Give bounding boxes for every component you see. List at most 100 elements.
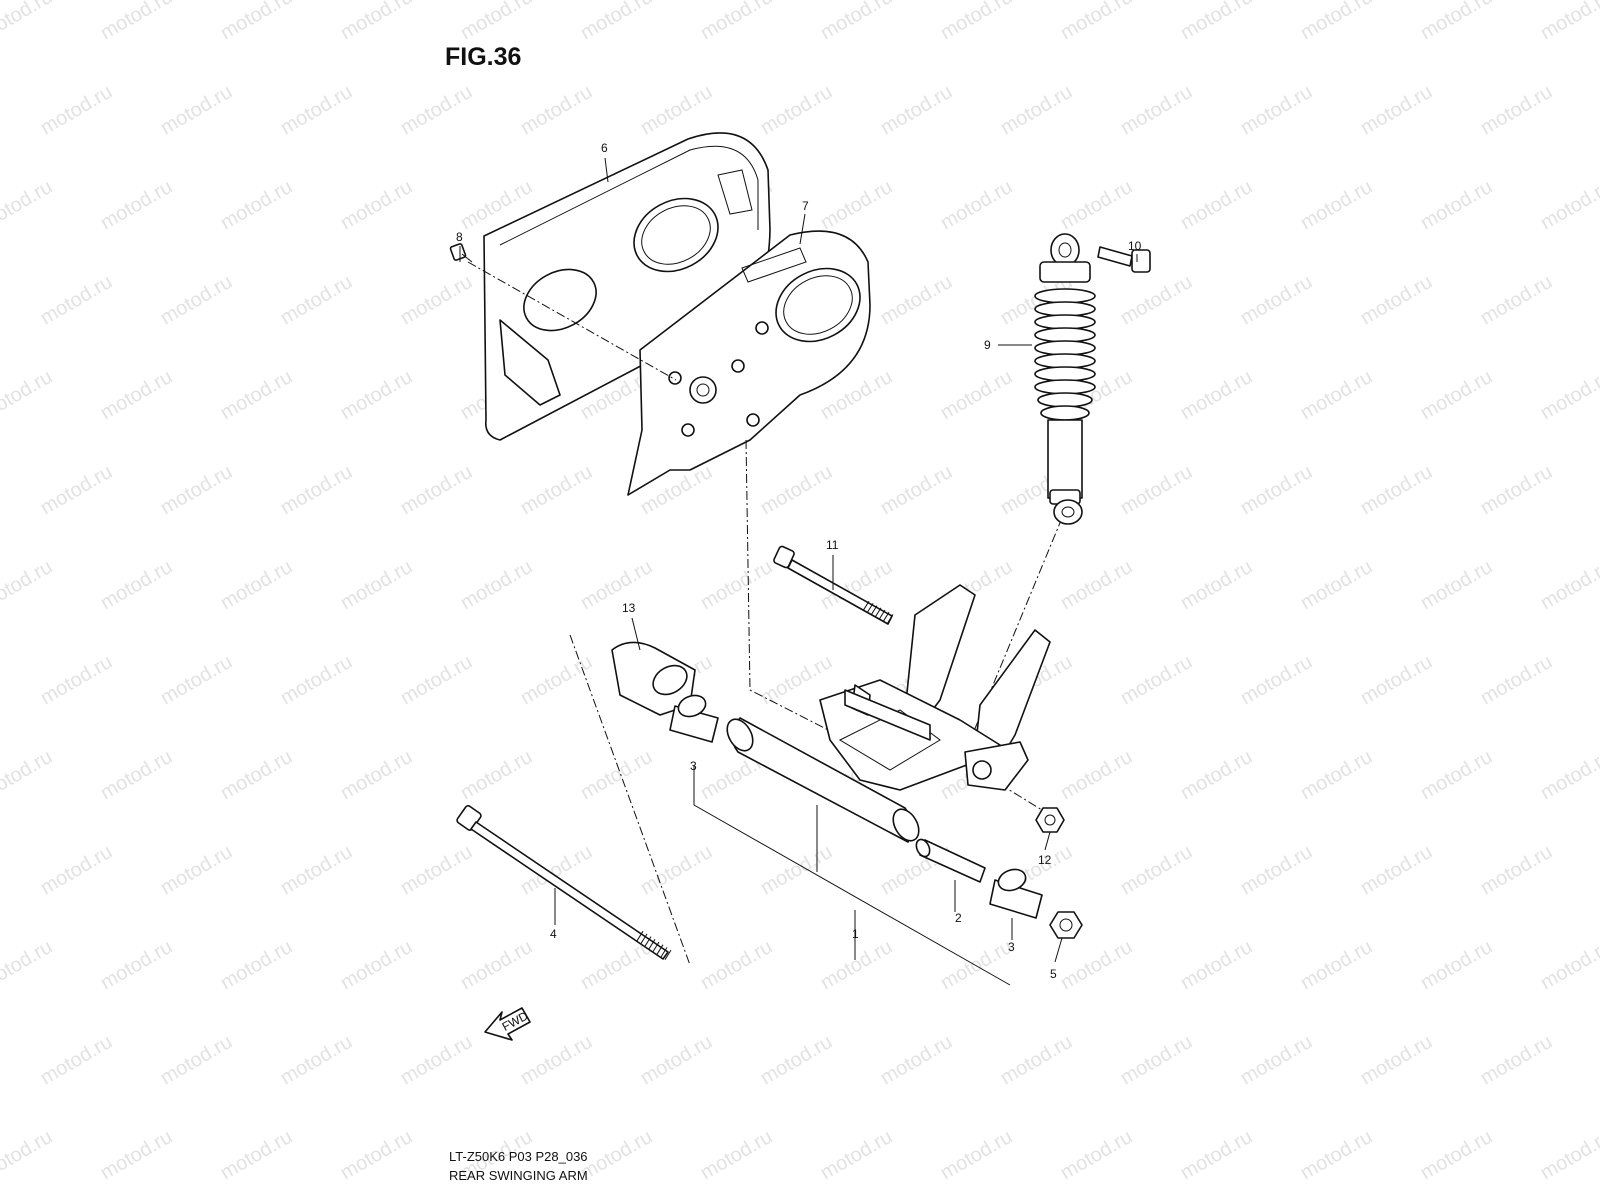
watermark-text: motod.ru — [817, 0, 896, 44]
watermark-text: motod.ru — [337, 366, 416, 425]
watermark-text: motod.ru — [1537, 0, 1600, 44]
watermark-text: motod.ru — [217, 176, 296, 235]
watermark-text: motod.ru — [1237, 1031, 1316, 1090]
watermark-text: motod.ru — [1057, 936, 1136, 995]
watermark-text: motod.ru — [157, 651, 236, 710]
watermark-text: motod.ru — [217, 1126, 296, 1185]
watermark-text: motod.ru — [1177, 936, 1256, 995]
watermark-text: motod.ru — [157, 841, 236, 900]
watermark-text: motod.ru — [157, 1031, 236, 1090]
watermark-text: motod.ru — [277, 271, 356, 330]
part-3-bush-left — [669, 694, 719, 743]
watermark-text: motod.ru — [517, 651, 596, 710]
watermark-text: motod.ru — [1357, 271, 1436, 330]
watermark-text: motod.ru — [1477, 271, 1556, 330]
thread-mark — [644, 936, 652, 947]
watermark-text: motod.ru — [157, 271, 236, 330]
watermark-text: motod.ru — [1417, 746, 1496, 805]
watermark-text: motod.ru — [1057, 746, 1136, 805]
watermark-text: motod.ru — [1237, 651, 1316, 710]
caption-title: REAR SWINGING ARM — [449, 1168, 588, 1183]
watermark-text: motod.ru — [1417, 936, 1496, 995]
watermark-text: motod.ru — [697, 1126, 776, 1185]
part-6-chain-cover — [483, 132, 771, 441]
watermark-text: motod.ru — [97, 366, 176, 425]
watermark-text: motod.ru — [217, 746, 296, 805]
spring-coil — [1040, 405, 1090, 421]
thread-mark — [862, 600, 870, 612]
watermark-text: motod.ru — [157, 461, 236, 520]
watermark-text: motod.ru — [397, 81, 476, 140]
watermark-text: motod.ru — [937, 176, 1016, 235]
watermark-text: motod.ru — [577, 556, 656, 615]
watermark-text: motod.ru — [0, 0, 56, 44]
watermark-text: motod.ru — [37, 1031, 116, 1090]
thread-mark — [878, 609, 886, 620]
callout-4: 4 — [550, 927, 557, 941]
watermark-text: motod.ru — [877, 81, 956, 140]
watermark-text: motod.ru — [697, 0, 776, 44]
spring-coil — [1034, 366, 1096, 382]
watermark-text: motod.ru — [337, 0, 416, 44]
watermark-text: motod.ru — [97, 556, 176, 615]
watermark-text: motod.ru — [1177, 1126, 1256, 1185]
watermark-text: motod.ru — [1297, 0, 1376, 44]
watermark-text: motod.ru — [1297, 176, 1376, 235]
watermark-text: motod.ru — [1057, 176, 1136, 235]
watermark-text: motod.ru — [1177, 0, 1256, 44]
thread-mark — [874, 607, 882, 618]
thread-mark — [866, 603, 874, 614]
part-3-bush-right — [989, 868, 1043, 919]
watermark-text: motod.ru — [1537, 366, 1600, 425]
watermark-text: motod.ru — [517, 81, 596, 140]
watermark-text: motod.ru — [937, 1126, 1016, 1185]
watermark-text: motod.ru — [1357, 651, 1436, 710]
watermark-text: motod.ru — [1297, 1126, 1376, 1185]
watermark-text: motod.ru — [757, 81, 836, 140]
watermark-text: motod.ru — [517, 1031, 596, 1090]
watermark-text: motod.ru — [0, 1126, 56, 1185]
thread-mark — [886, 614, 894, 625]
watermark-text: motod.ru — [1117, 461, 1196, 520]
watermark-text: motod.ru — [1237, 271, 1316, 330]
thread-mark — [640, 933, 648, 944]
spring-coil — [1037, 392, 1093, 408]
fwd-direction-arrow: FWD — [484, 1007, 531, 1041]
watermark-text: motod.ru — [397, 841, 476, 900]
part-5-nut — [1049, 911, 1083, 939]
watermark-text: motod.ru — [1477, 651, 1556, 710]
watermark-text: motod.ru — [1177, 366, 1256, 425]
watermark-text: motod.ru — [577, 746, 656, 805]
watermark-text: motod.ru — [1417, 556, 1496, 615]
watermark-text: motod.ru — [1237, 841, 1316, 900]
watermark-text: motod.ru — [997, 1031, 1076, 1090]
watermark-text: motod.ru — [217, 936, 296, 995]
watermark-text: motod.ru — [1537, 1126, 1600, 1185]
watermark-text: motod.ru — [697, 936, 776, 995]
watermark-text: motod.ru — [1357, 461, 1436, 520]
watermark-text: motod.ru — [577, 1126, 656, 1185]
watermark-text: motod.ru — [337, 556, 416, 615]
watermark-text: motod.ru — [757, 841, 836, 900]
watermark-text: motod.ru — [1537, 746, 1600, 805]
watermark-text: motod.ru — [757, 1031, 836, 1090]
watermark-text: motod.ru — [1417, 1126, 1496, 1185]
watermark-text: motod.ru — [397, 271, 476, 330]
watermark-text: motod.ru — [937, 366, 1016, 425]
watermark-text: motod.ru — [1477, 841, 1556, 900]
thread-mark — [656, 944, 664, 955]
callout-3-left: 3 — [690, 759, 697, 773]
watermark-text: motod.ru — [1117, 81, 1196, 140]
watermark-text: motod.ru — [0, 936, 56, 995]
watermark-text: motod.ru — [1117, 651, 1196, 710]
watermark-text: motod.ru — [0, 746, 56, 805]
watermark-text: motod.ru — [1057, 1126, 1136, 1185]
thread-mark — [636, 930, 644, 942]
watermark-text: motod.ru — [37, 841, 116, 900]
caption-model-code: LT-Z50K6 P03 P28_036 — [449, 1149, 588, 1164]
watermark-text: motod.ru — [877, 271, 956, 330]
figure-title: FIG.36 — [445, 43, 521, 71]
watermark-text: motod.ru — [637, 81, 716, 140]
watermark-text: motod.ru — [97, 0, 176, 44]
